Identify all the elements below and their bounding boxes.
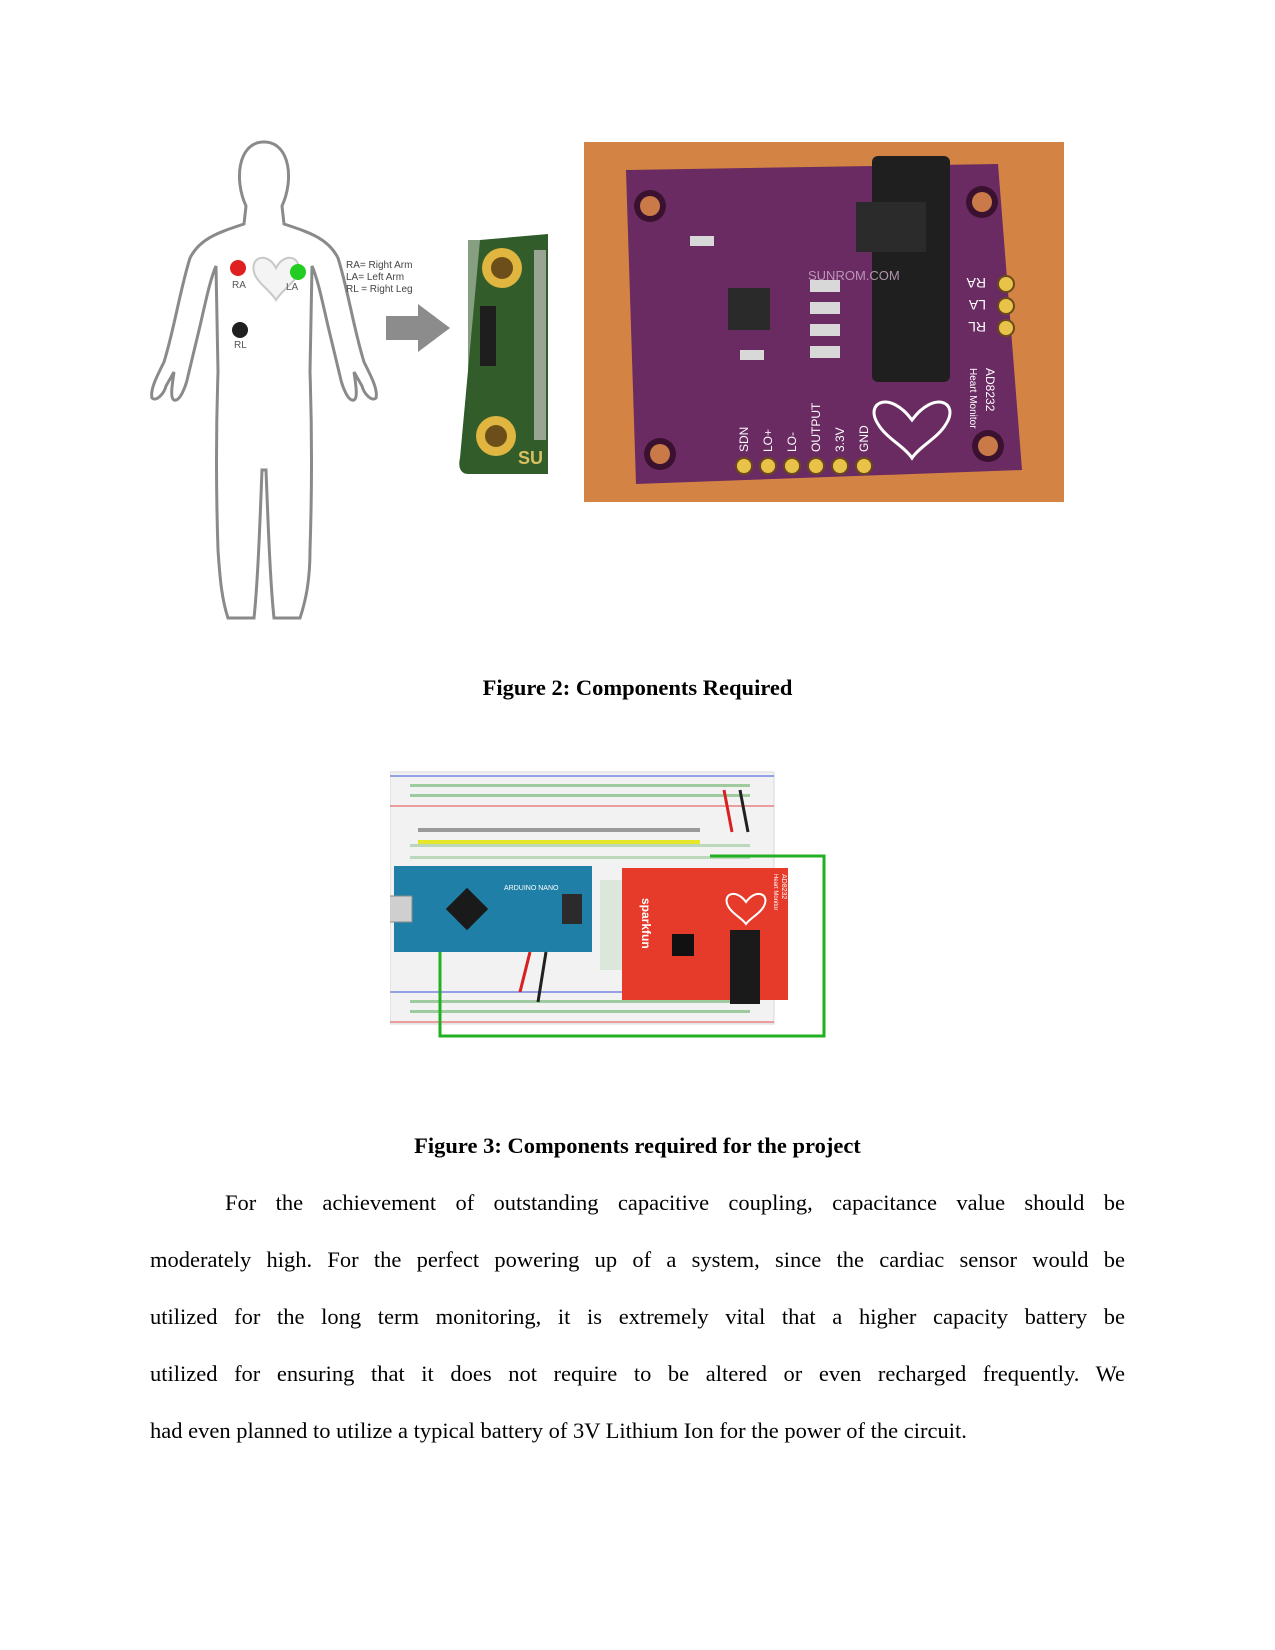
paragraph-line-4: utilized for ensuring that it does not r… xyxy=(150,1361,1125,1386)
green-signal-wire xyxy=(438,854,826,1038)
sensor-brand-label: sparkfun xyxy=(639,898,653,949)
arduino-nano-board xyxy=(394,866,592,952)
figure-2-illustration: RA LA RL RA= Right Arm LA= Left Arm RL =… xyxy=(150,140,1064,620)
ad8232-sensor-board xyxy=(622,868,788,1000)
sensor-model-label: AD8232 xyxy=(780,874,787,899)
closeup-text: SU xyxy=(518,448,543,468)
label-ra: RA xyxy=(232,280,246,291)
board-edge-label-ra: RA xyxy=(966,275,986,291)
board-edge-label-rl: RL xyxy=(968,319,986,335)
arrow-right-icon xyxy=(386,304,450,352)
heart-outline-icon xyxy=(252,257,300,302)
ad8232-board-photo: SUNROM.COM RA LA RL AD8232 Heart Monitor… xyxy=(584,142,1064,502)
paragraph-line-2: moderately high. For the perfect powerin… xyxy=(150,1247,1125,1272)
electrode-la-dot xyxy=(290,264,306,280)
board-pin-label-3v3: 3.3V xyxy=(833,427,847,452)
label-rl: RL xyxy=(234,340,247,351)
paragraph-line-3: utilized for the long term monitoring, i… xyxy=(150,1304,1125,1329)
paragraph-line-1: For the achievement of outstanding capac… xyxy=(225,1190,1125,1215)
human-body-outline xyxy=(150,140,378,620)
board-edge-label-la: LA xyxy=(968,297,986,313)
legend-line-3: RL = Right Leg xyxy=(346,284,413,295)
board-watermark: SUNROM.COM xyxy=(808,268,900,283)
electrode-rl-dot xyxy=(232,322,248,338)
board-pin-label-gnd: GND xyxy=(857,425,871,452)
board-pin-label-lo-minus: LO- xyxy=(785,432,799,452)
legend-line-2: LA= Left Arm xyxy=(346,272,404,283)
usb-connector xyxy=(390,895,413,923)
figure-2-caption: Figure 2: Components Required xyxy=(482,675,793,700)
board-pin-label-sdn: SDN xyxy=(737,427,751,452)
heart-outline-icon xyxy=(872,400,952,461)
board-subtitle-label: Heart Monitor xyxy=(967,368,978,429)
red-power-wire xyxy=(518,951,532,993)
heart-outline-icon xyxy=(725,892,767,926)
sensor-subtitle-label: Heart Monitor xyxy=(772,874,778,910)
board-pin-label-output: OUTPUT xyxy=(809,402,823,452)
board-model-label: AD8232 xyxy=(983,368,997,412)
legend-line-1: RA= Right Arm xyxy=(346,260,412,271)
figure-3-breadboard-diagram: ARDUINO NANO sparkfun AD8232 Heart Monit… xyxy=(390,771,826,1038)
electrode-ra-dot xyxy=(230,260,246,276)
board-pin-label-lo-plus: LO+ xyxy=(761,429,775,452)
figure-3-caption: Figure 3: Components required for the pr… xyxy=(414,1133,861,1158)
figure-2-image: RA LA RL RA= Right Arm LA= Left Arm RL =… xyxy=(150,140,1120,620)
red-jumper-wire xyxy=(722,789,734,833)
sensor-closeup-photo: SU xyxy=(459,234,548,474)
arduino-label: ARDUINO NANO xyxy=(504,885,559,892)
black-jumper-wire xyxy=(738,789,750,833)
paragraph-line-5: had even planned to utilize a typical ba… xyxy=(150,1418,967,1443)
label-la: LA xyxy=(286,282,299,293)
figure-3-image: ARDUINO NANO sparkfun AD8232 Heart Monit… xyxy=(390,770,870,1040)
black-ground-wire xyxy=(536,951,548,1003)
